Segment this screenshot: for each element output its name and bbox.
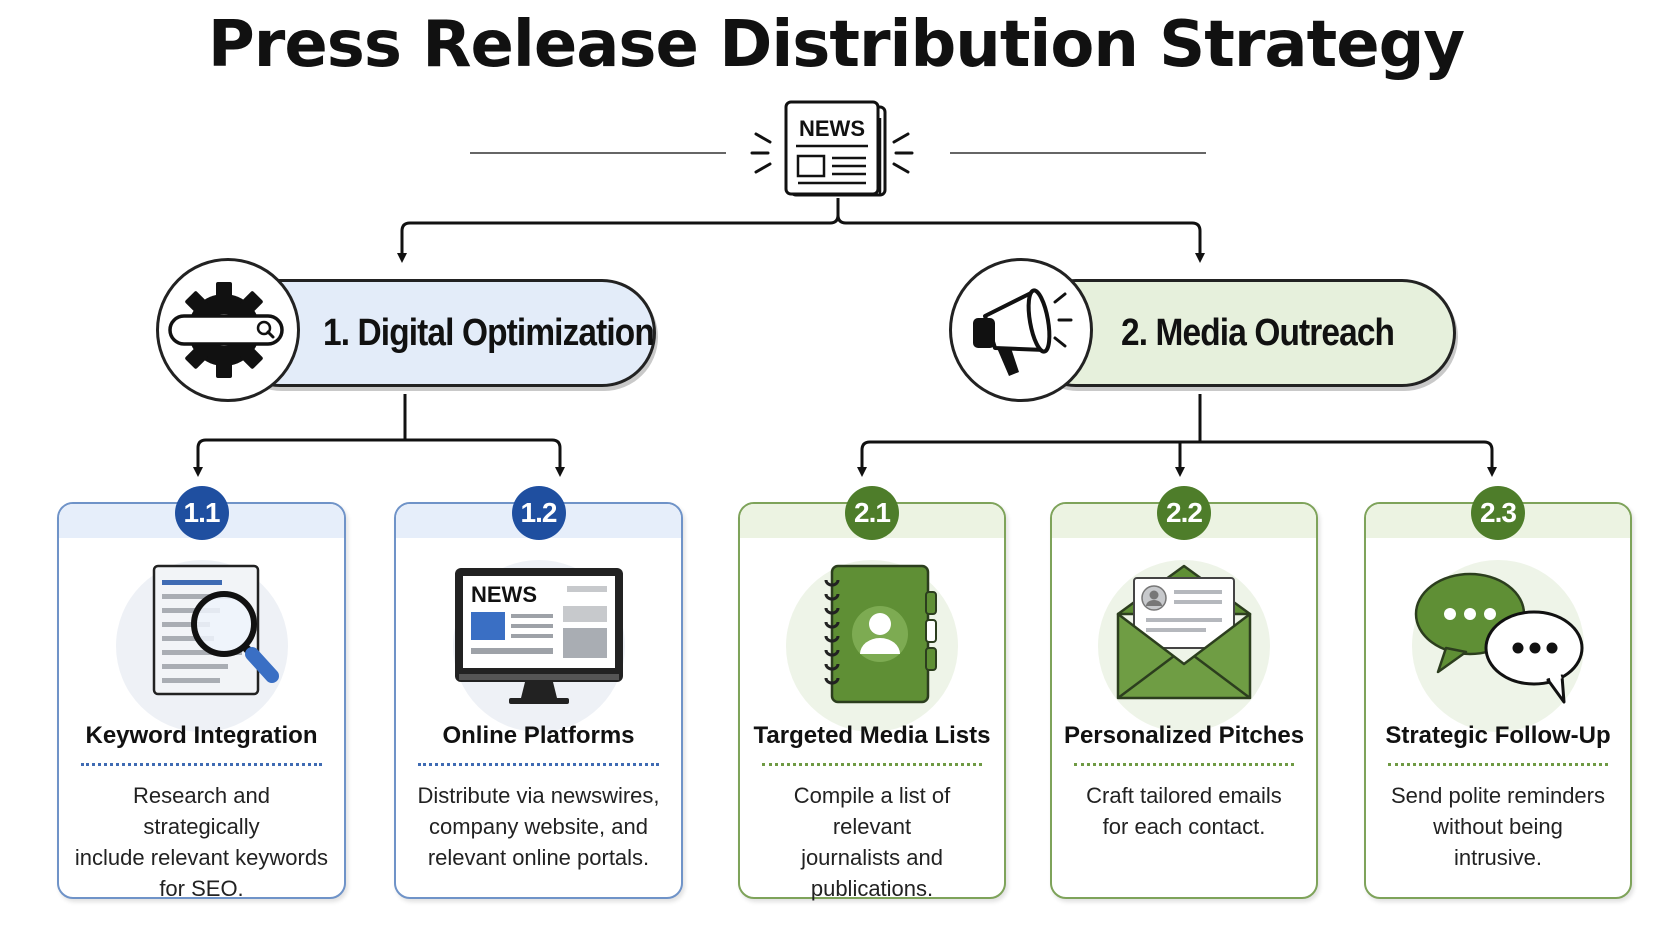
card-targeted-media-lists: 2.1 Targeted Media Lists Compile a list …: [738, 486, 1006, 901]
card-online-platforms: 1.2 NEWS Online Platforms Distribute via…: [394, 486, 683, 899]
megaphone-icon: [973, 288, 1073, 376]
connector-to-card-2-1: [857, 394, 1202, 477]
branch-icon-circle: [949, 258, 1093, 402]
step-badge: 2.3: [1471, 486, 1525, 540]
page-title: Press Release Distribution Strategy: [207, 8, 1465, 82]
contact-book-icon: [824, 564, 937, 704]
step-badge: 2.2: [1157, 486, 1211, 540]
connector-to-card-1-1: [193, 394, 407, 477]
gear-search-icon: [168, 282, 284, 378]
card-title: Targeted Media Lists: [753, 722, 991, 749]
chat-bubbles-icon: [1414, 572, 1584, 704]
branch-icon-circle: [156, 258, 300, 402]
card-strategic-follow-up: 2.3 Strategic Follow-Up Send polite remi…: [1364, 486, 1632, 899]
connector-to-branch-1: [397, 198, 840, 263]
connector-to-card-1-2: [405, 438, 565, 477]
svg-text:NEWS: NEWS: [799, 116, 865, 141]
card-keyword-integration: 1.1 Keyword Integration Research and str…: [57, 486, 346, 901]
svg-text:NEWS: NEWS: [471, 582, 537, 607]
card-title: Strategic Follow-Up: [1385, 722, 1611, 749]
step-badge: 2.1: [845, 486, 899, 540]
document-magnifier-icon: [152, 564, 279, 696]
branch-media-outreach: 2. Media Outreach: [1022, 279, 1456, 387]
connector-to-branch-2: [836, 214, 1205, 263]
card-personalized-pitches: 2.2 Personalized Pitches Craft tailored …: [1050, 486, 1318, 899]
step-badge: 1.2: [511, 486, 566, 540]
card-title: Personalized Pitches: [1063, 722, 1305, 749]
step-badge: 1.1: [174, 486, 229, 540]
connector-to-card-2-2: [1175, 440, 1200, 477]
branch-label: 2. Media Outreach: [1121, 311, 1395, 354]
card-title: Keyword Integration: [85, 722, 318, 749]
card-description: Distribute via newswires,company website…: [417, 783, 660, 870]
card-title: Online Platforms: [442, 722, 635, 749]
newspaper-icon: NEWS: [750, 100, 914, 197]
connector-to-card-2-3: [1180, 440, 1497, 477]
envelope-icon: [1116, 564, 1252, 700]
monitor-news-icon: NEWS: [454, 568, 623, 704]
branch-label: 1. Digital Optimization: [323, 311, 655, 354]
